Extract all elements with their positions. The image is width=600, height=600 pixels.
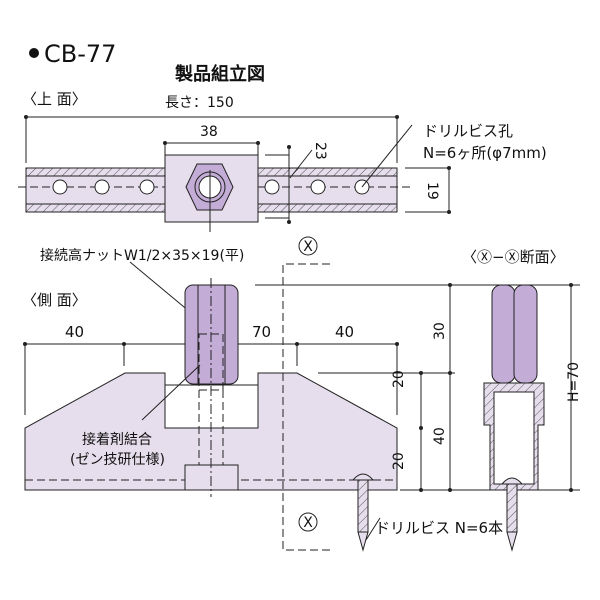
- dim-mid-70: 70: [252, 323, 271, 341]
- dim-20-lower: 20: [391, 452, 407, 470]
- top-view-label: 〈上 面〉: [22, 90, 87, 108]
- section-mark-top: [298, 236, 318, 256]
- dim-right-40: 40: [335, 323, 354, 341]
- hole-note-2: N=6ヶ所(φ7mm): [423, 144, 547, 162]
- nut-note: 接続高ナットW1/2×35×19(平): [40, 247, 244, 264]
- top-view: 〈上 面〉 長さ：150 38 23 19 ドリルビス孔 N=6ヶ所(φ7mm): [18, 90, 547, 232]
- dim-left-40: 40: [65, 323, 84, 341]
- bullet-icon: [29, 48, 39, 58]
- length-label: 長さ：150: [165, 95, 234, 111]
- dim-20-upper: 20: [391, 370, 407, 388]
- svg-text:X: X: [303, 515, 313, 531]
- section-mark-bottom: [298, 512, 318, 532]
- side-view: 接続高ナットW1/2×35×19(平) 〈側 面〉 40 70 40 接着剤結合…: [22, 236, 580, 552]
- drawing-title: 製品組立図: [174, 63, 265, 85]
- side-view-label: 〈側 面〉: [22, 291, 87, 309]
- dim-38: 38: [200, 124, 218, 140]
- dim-40: 40: [432, 427, 448, 445]
- drill-screw-side: [351, 473, 375, 552]
- dim-30: 30: [432, 322, 448, 340]
- glue-note-1: 接着剤結合: [82, 431, 152, 448]
- screw-note: ドリルビス N=6本: [375, 519, 503, 537]
- hole-note-1: ドリルビス孔: [423, 122, 513, 140]
- section-view-label: 〈Ⓧ−Ⓧ断面〉: [462, 248, 565, 266]
- product-code: CB-77: [44, 40, 116, 68]
- height-label: H=70: [566, 362, 582, 402]
- section-view: 〈Ⓧ−Ⓧ断面〉 H=70: [462, 248, 582, 552]
- svg-text:X: X: [303, 239, 313, 255]
- drill-holes: [52, 179, 370, 195]
- dim-19: 19: [424, 182, 440, 200]
- glue-note-2: (ゼン技研仕様): [70, 452, 165, 468]
- dim-23: 23: [312, 142, 328, 160]
